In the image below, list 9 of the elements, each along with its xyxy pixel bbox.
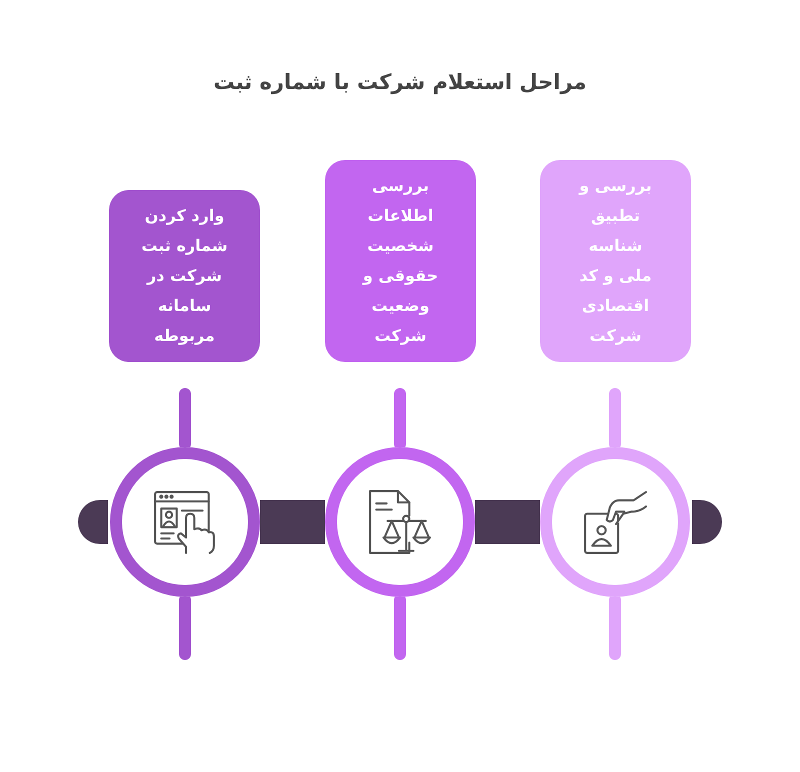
timeline-track [260, 500, 325, 544]
step-box [325, 160, 476, 362]
step-text: بررسی اطلاعات شخصیت حقوقی و وضعیت شرکت [361, 175, 440, 347]
diagram-title: مراحل استعلام شرکت با شماره ثبت [212, 69, 588, 96]
step-box [540, 160, 691, 362]
step-text: بررسی و تطبیق شناسه ملی و کد اقتصادی شرکت [578, 175, 653, 347]
timeline-track [475, 500, 540, 544]
step-box [109, 190, 260, 362]
step-text: وارد کردن شماره ثبت شرکت در سامانه مربوطه [141, 205, 228, 347]
